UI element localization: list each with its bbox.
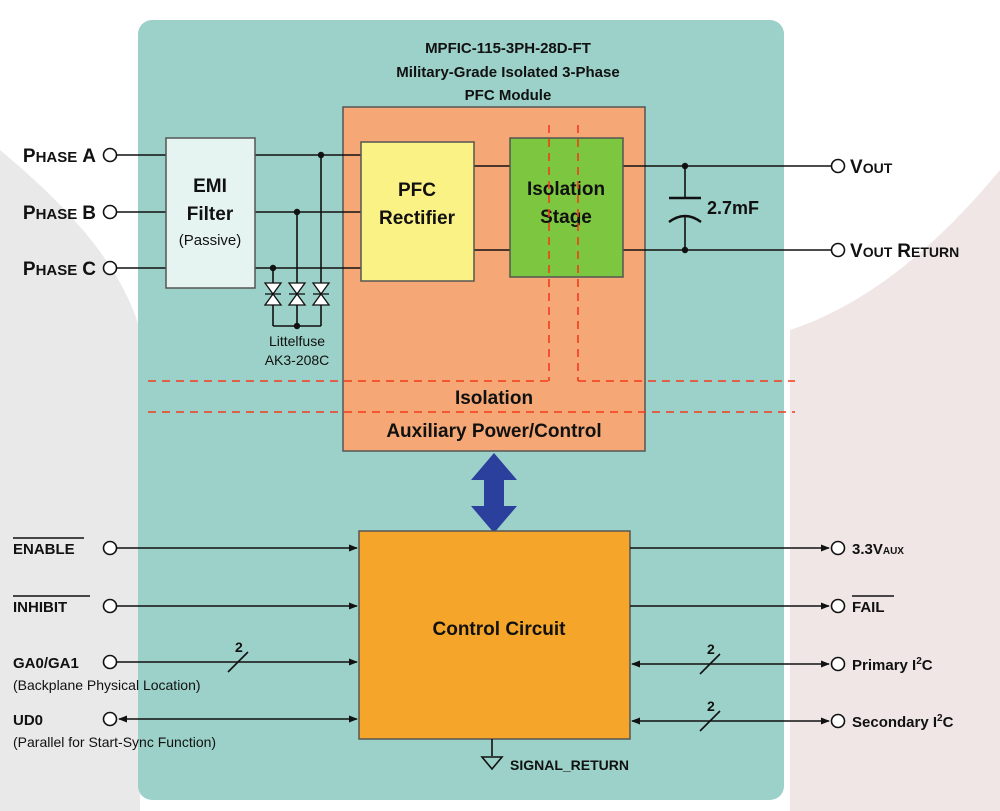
vout-label: VOUT [850,157,893,178]
module-title-line1: MPFIC-115-3PH-28D-FT [425,40,591,57]
capacitor-plate [668,214,702,223]
isolation-stage-block [509,137,624,278]
phase-wires [117,154,831,327]
secondary-bus-width: 2 [707,698,715,714]
emi-label-note: (Passive) [179,232,242,249]
emi-filter-block [165,137,256,289]
isolation-aux-line2: Auxiliary Power/Control [386,421,601,442]
signal-wires [117,544,830,756]
control-circuit-block [358,530,631,740]
ud0-note: (Parallel for Start-Sync Function) [13,734,216,750]
ga-bus-width: 2 [235,639,243,655]
pfc-rectifier-block [360,141,475,282]
junction-dots [269,151,689,330]
primary-i2c-label: Primary I2C [852,656,933,674]
primary-bus-width: 2 [707,641,715,657]
tvs-label-line1: Littelfuse [269,333,325,349]
pfc-label-line2: Rectifier [379,208,456,229]
aux-control-double-arrow [471,453,517,533]
aux-output-label: 3.3VAUX [852,541,904,558]
module-title-line3: PFC Module [465,87,552,104]
pfc-label-line1: PFC [398,180,436,201]
capacitor-value: 2.7mF [707,198,759,218]
emi-label-line2: Filter [187,204,234,225]
tvs-diodes [263,282,331,306]
isolation-stage-line1: Isolation [527,179,605,200]
ga-note: (Backplane Physical Location) [13,677,201,693]
ud0-label: UD0 [13,712,43,729]
enable-label: ENABLE [13,541,75,558]
emi-label-line1: EMI [193,176,227,197]
module-title-line2: Military-Grade Isolated 3-Phase [396,64,619,81]
terminals [102,147,846,729]
ga-label: GA0/GA1 [13,655,79,672]
isolation-aux-line1: Isolation [455,388,533,409]
control-circuit-label: Control Circuit [433,619,567,640]
signal-return-label: SIGNAL_RETURN [510,757,629,773]
isolation-stage-line2: Stage [540,207,592,228]
isolation-barrier [148,125,795,413]
inhibit-label: INHIBIT [13,599,67,616]
tvs-label-line2: AK3-208C [265,352,330,368]
ground-symbol [480,756,504,771]
fail-label: FAIL [852,599,885,616]
secondary-i2c-label: Secondary I2C [852,713,954,731]
